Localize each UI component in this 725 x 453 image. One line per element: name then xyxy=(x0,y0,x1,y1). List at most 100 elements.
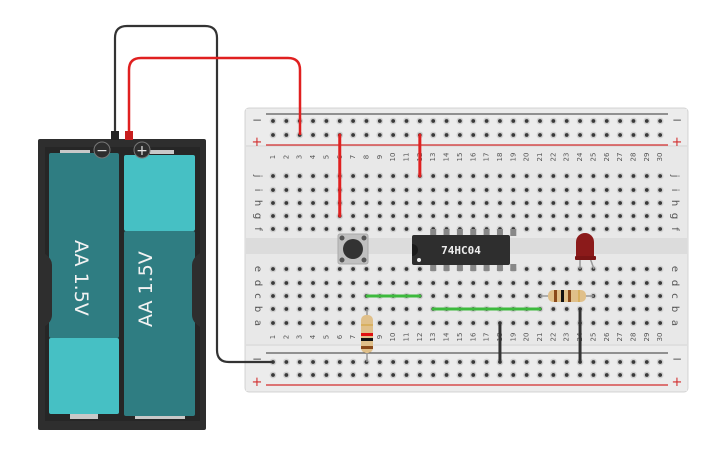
hole-center xyxy=(471,201,476,205)
hole-center xyxy=(431,133,436,137)
hole-center xyxy=(471,294,476,298)
hole-center xyxy=(271,119,275,123)
hole-center xyxy=(297,227,302,231)
column-number-top: 27 xyxy=(616,153,624,162)
hole-center xyxy=(404,174,409,178)
negative-terminal-icon xyxy=(93,141,111,159)
hole-center xyxy=(591,307,596,311)
led[interactable] xyxy=(575,233,596,270)
hole-center xyxy=(644,214,649,218)
positive-terminal-icon xyxy=(133,141,151,159)
hole-center xyxy=(471,119,476,123)
hole-center xyxy=(591,133,596,137)
hole-center xyxy=(511,360,516,364)
hole-center xyxy=(578,227,582,231)
hole-center xyxy=(297,281,302,285)
hole-center xyxy=(444,188,449,192)
resistor-band xyxy=(361,338,373,341)
hole-center xyxy=(631,281,636,285)
hole-center xyxy=(631,119,636,123)
wire-battery-positive[interactable] xyxy=(127,56,302,135)
hole-center xyxy=(417,281,422,285)
hole-center xyxy=(578,119,582,123)
hole-center xyxy=(284,133,289,137)
hole-center xyxy=(444,214,449,218)
wire-battery-negative[interactable] xyxy=(113,24,273,364)
hole-center xyxy=(484,294,489,298)
hole-center xyxy=(444,321,449,325)
hole-center xyxy=(618,174,622,178)
hole-center xyxy=(324,227,329,231)
hole-center xyxy=(524,174,529,178)
hole-center xyxy=(337,119,342,123)
hole-center xyxy=(484,214,489,218)
hole-center xyxy=(458,188,462,192)
hole-center xyxy=(644,267,649,271)
resistor-body xyxy=(548,290,586,302)
hole-center xyxy=(377,133,382,137)
hole-center xyxy=(578,281,582,285)
hole-center xyxy=(511,373,516,377)
hole-center xyxy=(591,281,596,285)
hole-center xyxy=(351,281,355,285)
hole-center xyxy=(658,119,663,123)
hole-center xyxy=(324,188,329,192)
pushbutton-cap[interactable] xyxy=(343,239,363,259)
hole-center xyxy=(351,360,355,364)
hole-center xyxy=(271,373,275,377)
hole-center xyxy=(431,360,436,364)
battery-pack[interactable]: AA 1.5V AA 1.5V − + xyxy=(38,131,206,430)
hole-center xyxy=(284,188,289,192)
pushbutton[interactable] xyxy=(337,233,369,265)
hole-center xyxy=(471,321,476,325)
ic-body xyxy=(412,235,510,265)
column-number-top: 19 xyxy=(509,153,517,162)
column-number-bottom: 16 xyxy=(469,332,477,341)
hole-center xyxy=(604,267,609,271)
hole-center xyxy=(551,119,556,123)
row-label-b: b xyxy=(669,306,680,312)
hole-center xyxy=(538,267,542,271)
hole-center xyxy=(484,201,489,205)
hole-center xyxy=(311,373,315,377)
hole-center xyxy=(658,281,663,285)
hole-center xyxy=(458,321,462,325)
hole-center xyxy=(511,174,516,178)
hole-center xyxy=(458,214,462,218)
hole-center xyxy=(297,201,302,205)
hole-center xyxy=(618,214,622,218)
hole-center xyxy=(551,307,556,311)
hole-center xyxy=(564,188,569,192)
resistor-vertical[interactable] xyxy=(361,309,373,362)
column-number-bottom: 14 xyxy=(443,332,451,341)
ic-pin xyxy=(470,229,477,236)
hole-center xyxy=(604,119,609,123)
ic-pin xyxy=(483,264,490,271)
hole-center xyxy=(551,373,556,377)
hole-center xyxy=(551,321,556,325)
column-number-top: 2 xyxy=(282,155,290,159)
ic-pin xyxy=(456,229,463,236)
column-number-bottom: 20 xyxy=(523,333,531,342)
hole-center xyxy=(284,321,289,325)
hole-center xyxy=(644,227,649,231)
hole-center xyxy=(377,227,382,231)
left-cell-top-cap xyxy=(60,150,90,154)
negative-terminal-label: − xyxy=(96,143,108,159)
column-number-top: 22 xyxy=(549,153,557,162)
column-number-top: 14 xyxy=(443,152,451,161)
hole-center xyxy=(297,188,302,192)
resistor-horizontal[interactable] xyxy=(540,290,594,302)
hole-center xyxy=(391,214,396,218)
hole-center xyxy=(631,360,636,364)
hole-center xyxy=(618,227,622,231)
hole-center xyxy=(311,214,315,218)
hole-center xyxy=(391,267,396,271)
hole-center xyxy=(271,307,275,311)
hole-center xyxy=(444,119,449,123)
hole-center xyxy=(337,267,342,271)
hole-center xyxy=(284,119,289,123)
ic-chip[interactable]: 74HC04 xyxy=(412,229,517,271)
hole-center xyxy=(538,188,542,192)
